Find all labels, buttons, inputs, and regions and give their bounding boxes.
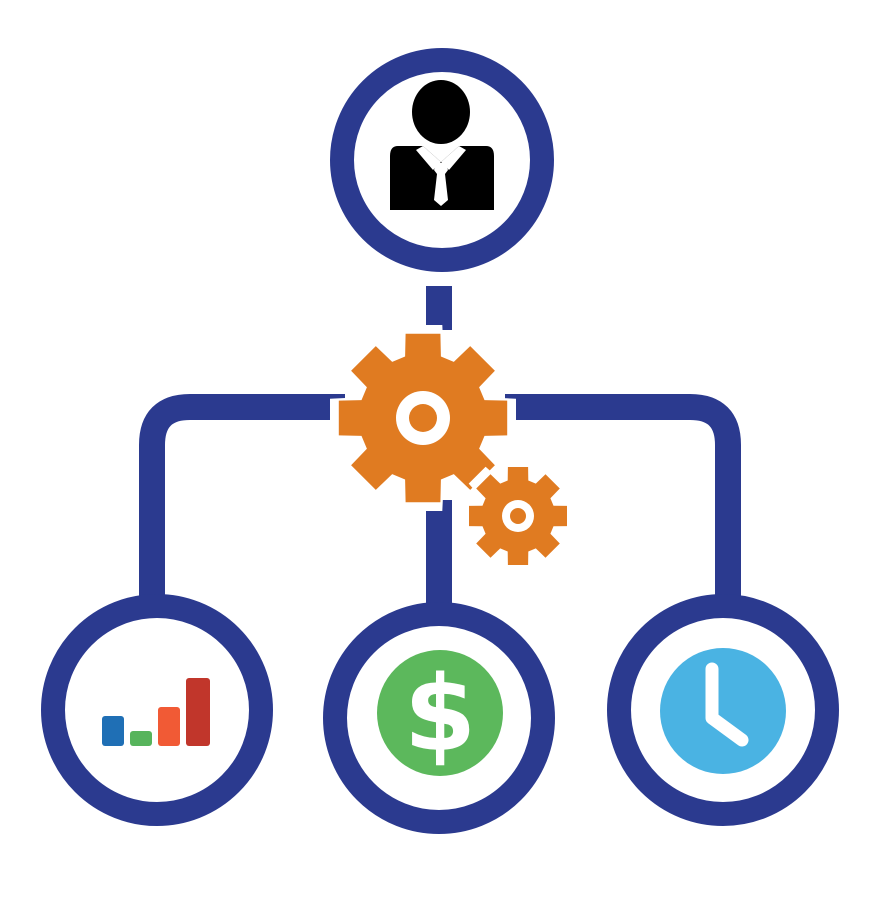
bar-orange (158, 707, 180, 746)
left-node-ring (41, 594, 273, 826)
clock-hands (705, 662, 749, 747)
left-node (41, 594, 273, 826)
gear-hub-center (409, 404, 437, 432)
small-gear-icon (460, 458, 576, 574)
dollar-icon: $ (377, 650, 503, 776)
right-node (607, 594, 839, 826)
businessman-icon (390, 80, 494, 210)
dollar-symbol: $ (404, 653, 476, 775)
connector-lines (139, 286, 741, 620)
bar-red (186, 678, 210, 746)
large-gear-icon (330, 325, 516, 511)
center-node: $ (323, 602, 555, 834)
person-collar-left (416, 146, 441, 170)
connector-right-branch (505, 394, 741, 605)
connector-left-branch (139, 394, 345, 605)
person-collar-right (441, 146, 466, 170)
person-tie (434, 163, 448, 206)
clock-icon (660, 648, 786, 774)
gear-hub-center (510, 508, 526, 524)
top-node (330, 48, 554, 272)
clock-face (660, 648, 786, 774)
bar-chart-icon (102, 678, 210, 746)
bar-blue (102, 716, 124, 746)
gear-hub (330, 325, 576, 574)
person-head (412, 80, 470, 144)
bar-green (130, 731, 152, 746)
dollar-circle (377, 650, 503, 776)
